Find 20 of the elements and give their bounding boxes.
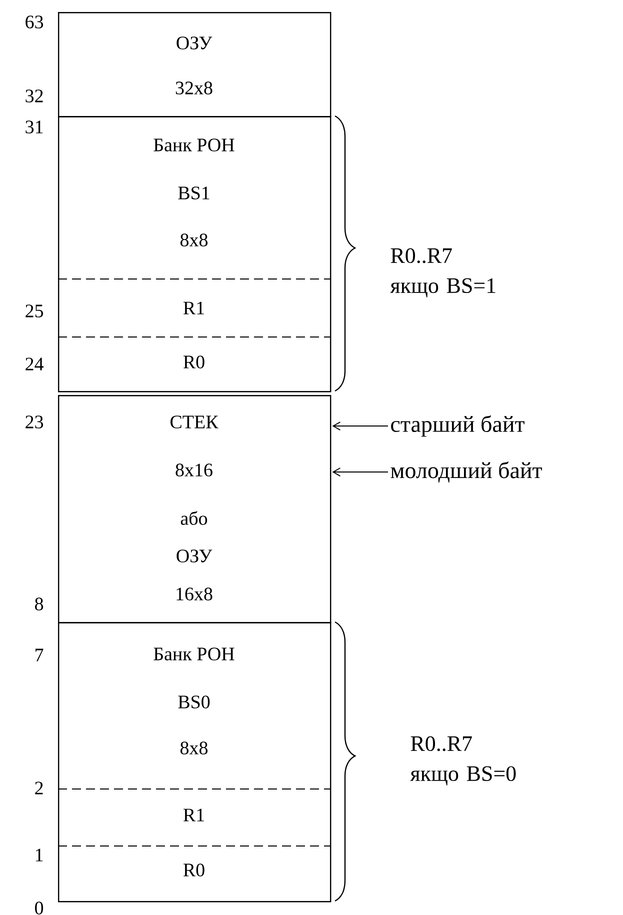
arrow xyxy=(332,468,388,476)
memory-block: СТЕК 8x16 або ОЗУ 16x8 xyxy=(58,395,332,624)
side-note: молодший байт xyxy=(390,462,542,482)
register-cell: R0 xyxy=(58,846,330,876)
address-number: 0 xyxy=(35,902,44,914)
brace-label: R0..R7 якщо BS=1 xyxy=(390,248,496,298)
register-cell: R1 xyxy=(58,788,330,822)
register-cell: R0 xyxy=(58,336,330,368)
address-number: 31 xyxy=(26,120,43,134)
arrow xyxy=(332,422,388,430)
address-number: 23 xyxy=(26,416,44,428)
address-number: 24 xyxy=(26,358,44,370)
register-cell: R1 xyxy=(58,278,330,314)
address-number: 25 xyxy=(26,304,44,318)
memory-block: ОЗУ 32x8 xyxy=(58,12,332,118)
side-note: старший байт xyxy=(391,415,524,437)
address-number: 7 xyxy=(36,648,44,662)
brace-label: R0..R7 якщо BS=0 xyxy=(410,736,516,786)
address-number: 2 xyxy=(35,782,43,794)
address-number: 1 xyxy=(36,848,43,862)
